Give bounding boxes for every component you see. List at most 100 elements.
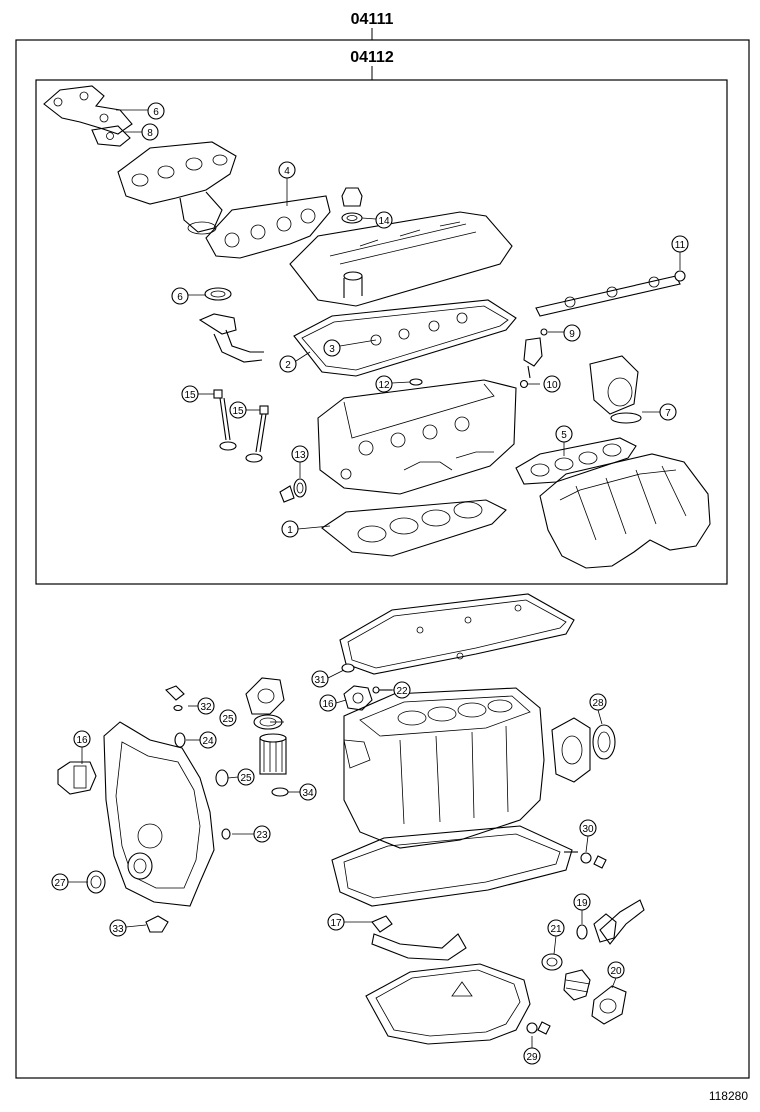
callout-1[interactable]: 1	[281, 520, 299, 538]
callout-13[interactable]: 13	[291, 445, 309, 463]
oil-filler-cap	[341, 187, 363, 224]
callout-4[interactable]: 4	[278, 161, 296, 179]
callout-8[interactable]: 8	[141, 123, 159, 141]
svg-text:16: 16	[322, 699, 334, 710]
callout-16b[interactable]: 16	[319, 694, 337, 712]
o-ring-23	[221, 828, 231, 840]
callout-29[interactable]: 29	[523, 1047, 541, 1065]
callout-15a[interactable]: 15	[181, 385, 199, 403]
svg-text:24: 24	[202, 736, 214, 747]
o-ring-9	[540, 328, 548, 336]
callout-20[interactable]: 20	[607, 961, 625, 979]
exhaust-pipe-gasket	[204, 287, 232, 301]
intake-manifold-gasket	[515, 437, 637, 485]
svg-text:28: 28	[592, 698, 604, 709]
svg-text:8: 8	[147, 128, 153, 139]
svg-text:21: 21	[550, 924, 562, 935]
o-ring-24	[174, 732, 186, 748]
throttle-body	[589, 355, 639, 415]
svg-text:3: 3	[329, 344, 335, 355]
water-outlet	[245, 677, 285, 715]
callout-15b[interactable]: 15	[229, 401, 247, 419]
callout-12[interactable]: 12	[375, 375, 393, 393]
outer-frame	[15, 39, 750, 1079]
callout-16a[interactable]: 16	[73, 730, 91, 748]
callout-28[interactable]: 28	[589, 693, 607, 711]
callout-33[interactable]: 33	[109, 919, 127, 937]
o-ring-10	[519, 379, 529, 389]
svg-text:23: 23	[256, 830, 268, 841]
valve-stem-seal-12	[409, 378, 423, 386]
cylinder-head	[317, 379, 517, 495]
gasket-33	[145, 915, 169, 933]
callout-11[interactable]: 11	[671, 235, 689, 253]
svg-text:19: 19	[576, 898, 588, 909]
callout-23[interactable]: 23	[253, 825, 271, 843]
o-ring-25b	[215, 769, 229, 787]
svg-text:14: 14	[378, 216, 390, 227]
callout-17[interactable]: 17	[327, 913, 345, 931]
callout-25[interactable]: 25	[237, 768, 255, 786]
svg-text:25: 25	[240, 773, 252, 784]
callout-27[interactable]: 27	[51, 873, 69, 891]
exhaust-manifold-gasket	[205, 195, 331, 259]
svg-text:6: 6	[153, 107, 159, 118]
callout-10[interactable]: 10	[543, 375, 561, 393]
svg-text:6: 6	[177, 292, 183, 303]
leader-lines	[68, 109, 681, 1048]
callout-21[interactable]: 21	[547, 919, 565, 937]
oil-strainer-gasket	[371, 915, 393, 933]
callout-30[interactable]: 30	[579, 819, 597, 837]
callout-24[interactable]: 24	[199, 731, 217, 749]
callout-22[interactable]: 22	[393, 681, 411, 699]
head-cover-gasket	[293, 299, 517, 377]
cam-position-sensor	[523, 337, 543, 379]
oil-pan-gasket-upper	[339, 593, 575, 675]
spark-plug-seal	[674, 270, 686, 282]
svg-text:32: 32	[200, 702, 212, 713]
intake-manifold	[539, 453, 711, 569]
callout-32[interactable]: 32	[197, 697, 215, 715]
thermostat	[563, 969, 591, 1001]
svg-text:9: 9	[569, 329, 575, 340]
callout-31[interactable]: 31	[311, 670, 329, 688]
svg-text:15: 15	[184, 390, 196, 401]
callout-9[interactable]: 9	[563, 324, 581, 342]
callout-2[interactable]: 2	[279, 355, 297, 373]
water-inlet-gasket-16	[343, 685, 373, 711]
callout-6b[interactable]: 6	[171, 287, 189, 305]
rear-crankshaft-oil-seal	[592, 724, 616, 760]
inner-frame	[35, 79, 728, 585]
callout-26[interactable]: 25	[219, 709, 237, 727]
water-bypass-pipe	[198, 313, 264, 363]
cylinder-head-cover	[289, 211, 513, 307]
svg-text:33: 33	[112, 924, 124, 935]
timing-chain-cover	[103, 721, 215, 907]
callout-7[interactable]: 7	[659, 403, 677, 421]
callout-19[interactable]: 19	[573, 893, 591, 911]
oil-strainer	[371, 933, 467, 961]
svg-text:34: 34	[302, 788, 314, 799]
svg-text:10: 10	[546, 380, 558, 391]
svg-text:1: 1	[287, 525, 293, 536]
svg-text:11: 11	[675, 240, 686, 251]
oil-pan-baffle	[331, 825, 573, 907]
drain-plug-gasket-30	[564, 851, 607, 869]
callout-34[interactable]: 34	[299, 783, 317, 801]
callout-14[interactable]: 14	[375, 211, 393, 229]
callout-3[interactable]: 3	[323, 339, 341, 357]
svg-text:4: 4	[284, 166, 290, 177]
callout-5[interactable]: 5	[555, 425, 573, 443]
exhaust-flange-gaskets	[43, 85, 133, 147]
callout-6a[interactable]: 6	[147, 102, 165, 120]
gasket-19	[576, 924, 588, 940]
svg-text:15: 15	[232, 406, 244, 417]
crankshaft-front-oil-seal-27	[86, 870, 106, 894]
svg-text:12: 12	[378, 380, 390, 391]
svg-text:22: 22	[396, 686, 408, 697]
water-inlet-pipe	[593, 899, 645, 945]
camshaft-oil-seal	[279, 478, 307, 503]
valve-intake	[213, 389, 237, 451]
thermostat-gasket-21	[541, 953, 563, 971]
